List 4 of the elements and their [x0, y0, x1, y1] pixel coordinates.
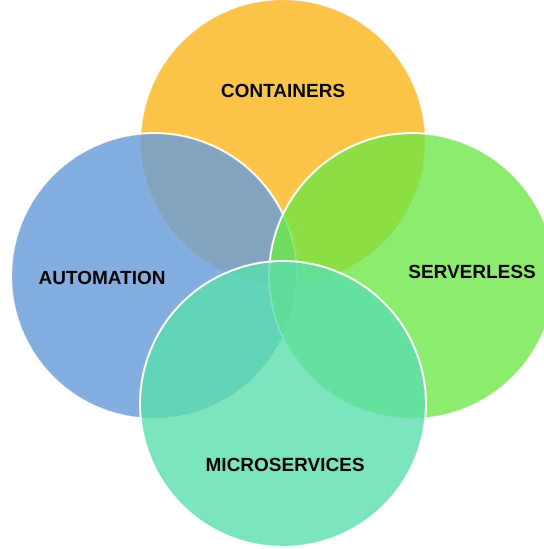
circle-label: SERVERLESS — [408, 261, 536, 285]
circle-label: MICROSERVICES — [205, 454, 365, 478]
circle-label: CONTAINERS — [220, 80, 346, 104]
circle-label: AUTOMATION — [38, 267, 166, 291]
